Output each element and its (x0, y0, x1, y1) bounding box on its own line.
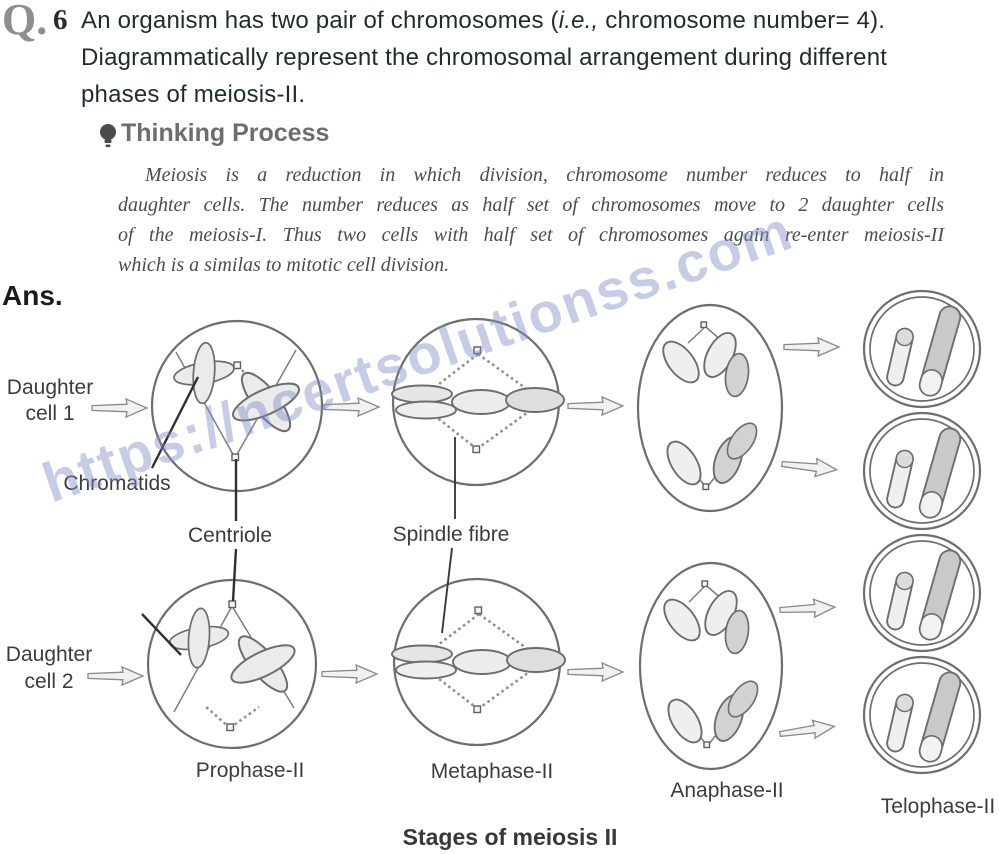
telophase-label: Telophase-II (881, 795, 995, 818)
thinking-process-title: Thinking Process (121, 119, 330, 147)
telophase-ii-cell-3 (862, 533, 982, 653)
metaphase-label: Metaphase-II (431, 760, 554, 783)
question-letter: Q. (2, 0, 48, 44)
metaphase-ii-cell-2 (391, 577, 566, 747)
lightbulb-icon (99, 123, 117, 155)
chromatid (655, 334, 707, 390)
question-line-3: phases of meiosis-II. (81, 81, 306, 108)
chromatids-pointer-line (150, 376, 200, 469)
arrow-anaphase1-to-telophase2 (780, 454, 839, 480)
arrow-metaphase2-to-anaphase2 (567, 662, 624, 682)
question-number: 6 (53, 4, 68, 36)
telophase-ii-cell-4 (862, 655, 982, 775)
telophase-ii-cell-2 (862, 411, 982, 531)
arrow-metaphase1-to-anaphase1 (567, 396, 624, 416)
prophase-ii-cell-1 (150, 319, 324, 493)
daughter-cell-2-label-line1: Daughter (6, 643, 92, 666)
spindle-fibre-label: Spindle fibre (393, 523, 510, 546)
arrow-daughter1-to-prophase (91, 398, 148, 418)
prophase-label: Prophase-II (196, 759, 305, 782)
anaphase-ii-cell-1 (636, 303, 784, 513)
arrow-prophase2-to-metaphase2 (321, 664, 378, 684)
chromosome (222, 361, 310, 443)
chromosome (158, 597, 240, 679)
thinking-process-body: Meiosis is a reduction in which division… (118, 160, 944, 280)
arrow-anaphase2-to-telophase3 (778, 597, 837, 620)
metaphase-ii-cell-1 (391, 317, 565, 487)
daughter-cell-2-label-line2: cell 2 (24, 670, 73, 693)
chromosome (452, 647, 566, 675)
daughter-cell-1-label-line2: cell 1 (25, 402, 74, 425)
chromosome (451, 387, 565, 415)
arrow-daughter2-to-prophase (87, 666, 144, 686)
arrow-anaphase2-to-telophase4 (778, 716, 837, 744)
chromatids-label: Chromatids (63, 472, 170, 495)
thinking-line-3: of the meiosis-I. Thus two cells with ha… (118, 224, 944, 246)
spindle-fibre-line-lower (441, 547, 453, 634)
chromatid (660, 693, 710, 749)
thinking-line-1: Meiosis is a reduction in which division… (145, 164, 944, 186)
question-line-2: Diagrammatically represent the chromosom… (81, 44, 888, 71)
centriole-line-lower (231, 548, 238, 602)
chromosome (221, 625, 305, 703)
arrow-anaphase1-to-telophase1 (783, 337, 840, 357)
chromosome (391, 644, 457, 680)
thinking-line-4: which is a similas to mitotic cell divis… (118, 254, 450, 276)
answer-label: Ans. (2, 280, 63, 311)
anaphase-ii-cell-2 (638, 561, 784, 771)
chromosome (162, 331, 246, 415)
daughter-cell-1-label-line1: Daughter (7, 376, 93, 399)
thinking-line-2: daughter cells. The number reduces as ha… (118, 194, 944, 216)
anaphase-label: Anaphase-II (670, 779, 783, 802)
diagram-caption: Stages of meiosis II (403, 824, 618, 850)
question-line-1: An organism has two pair of chromosomes … (81, 7, 886, 34)
chromatid (659, 435, 709, 491)
question-text: An organism has two pair of chromosomes … (81, 2, 999, 113)
telophase-ii-cell-1 (862, 289, 982, 409)
chromosome (391, 384, 457, 420)
prophase-ii-cell-2 (146, 578, 318, 750)
arrow-prophase1-to-metaphase1 (323, 397, 380, 417)
chromatid (656, 592, 708, 648)
centriole-label: Centriole (188, 524, 272, 547)
chromatid-pointer-line-cell2 (141, 613, 182, 656)
